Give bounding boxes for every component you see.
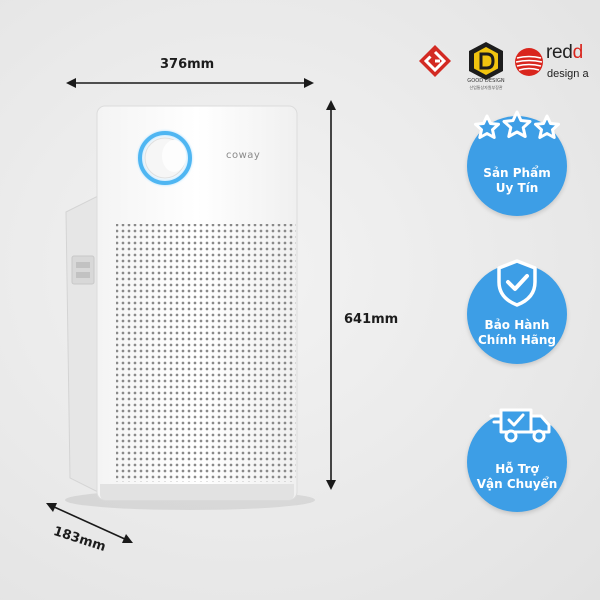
badge-line-1: Bảo Hành <box>484 318 550 332</box>
good-design-award-logo <box>419 45 451 77</box>
three-stars-icon <box>474 110 560 139</box>
reddot-wordmark: redd <box>546 42 583 63</box>
badge-trusted-product: Sản Phẩm Uy Tín <box>467 110 567 216</box>
delivery-truck-icon <box>489 408 551 443</box>
brand-logo-text: coway <box>226 150 261 161</box>
purifier-front-body <box>96 105 298 501</box>
badge-shipping-support: Hỗ Trợ Vận Chuyển <box>467 408 567 512</box>
shield-check-icon <box>497 259 537 307</box>
height-label: 641mm <box>344 312 399 327</box>
width-label: 376mm <box>160 57 215 72</box>
badge-line-1: Sản Phẩm <box>483 166 551 180</box>
depth-dimension-arrow <box>46 503 133 543</box>
air-quality-ring <box>135 128 195 188</box>
badge-line-2: Chính Hãng <box>478 333 556 347</box>
reddot-award-logo <box>515 48 543 76</box>
reddot-subtitle: design a <box>547 68 589 80</box>
gd-mark-subtext: 산업통상자원부장관 <box>469 85 503 90</box>
badge-line-2: Vận Chuyển <box>476 477 558 491</box>
gd-mark-text: GOOD DESIGN <box>467 78 505 84</box>
badge-line-2: Uy Tín <box>495 181 539 195</box>
badge-genuine-warranty: Bảo Hành Chính Hãng <box>467 259 567 364</box>
height-dimension-arrow <box>326 100 336 490</box>
badge-line-1: Hỗ Trợ <box>495 462 539 476</box>
width-dimension-arrow <box>66 78 314 88</box>
gd-mark-logo <box>469 42 503 80</box>
